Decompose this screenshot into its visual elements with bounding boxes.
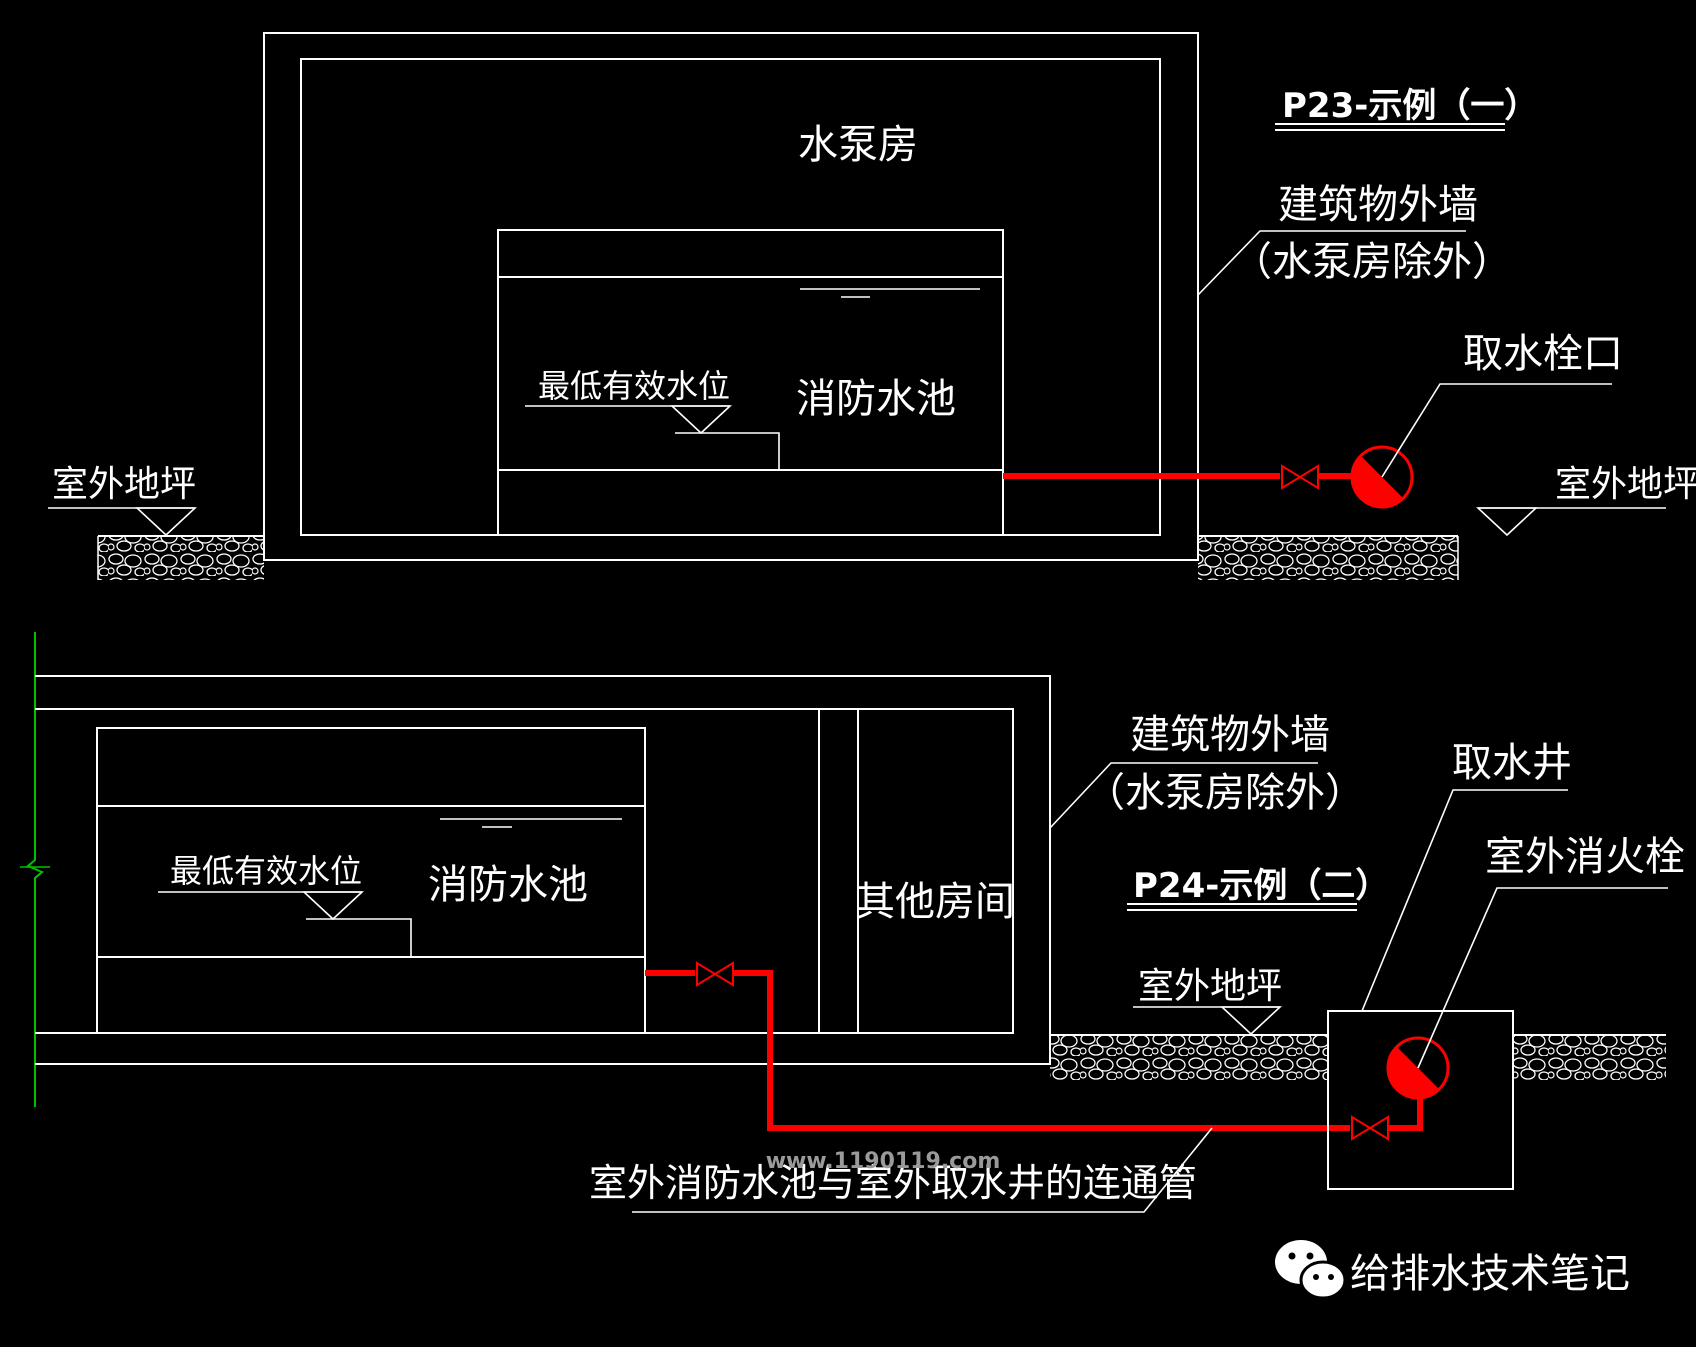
gate-valve-3 [1351, 1115, 1389, 1141]
ground-fill-right [1198, 536, 1458, 580]
outdoor-ground-left-label: 室外地坪 [52, 464, 196, 505]
outdoor-hydrant-symbol [1386, 1036, 1450, 1100]
intake-label: 取水栓口 [1463, 331, 1623, 377]
example-1: 水泵房 消防水池 最低有效水位 建筑物外墙 （水泵房除外） 取水栓口 [48, 32, 1696, 580]
level-marker-1 [669, 405, 733, 435]
intake-outlet-symbol [1350, 445, 1414, 509]
well-label: 取水井 [1452, 740, 1572, 786]
wall-label-2-line1: 建筑物外墙 [1130, 712, 1330, 758]
gate-valve-2 [696, 961, 734, 987]
level-marker-2 [301, 891, 365, 921]
intake-well [1327, 1010, 1514, 1190]
pump-room-outer-wall [263, 32, 1199, 561]
example-1-title: P23-示例（一） [1282, 86, 1538, 126]
well-leader [1361, 789, 1568, 1012]
break-line [26, 632, 44, 1107]
lowest-level-1-label: 最低有效水位 [538, 367, 730, 405]
hydrant-leader [1417, 887, 1668, 1069]
fire-pool-2 [96, 727, 646, 1034]
pump-room-inner-wall [300, 58, 1161, 536]
brand-watermark: 给排水技术笔记 [1275, 1240, 1630, 1300]
ground-fill-2b [1513, 1035, 1666, 1080]
wall-label-1-line2: （水泵房除外） [1232, 239, 1512, 285]
outdoor-ground-right-label: 室外地坪 [1555, 464, 1696, 505]
building-outer-wall-2 [35, 675, 1051, 1065]
brand-name: 给排水技术笔记 [1350, 1251, 1630, 1297]
wall-label-1-line1: 建筑物外墙 [1278, 182, 1478, 228]
fire-pool-1 [497, 229, 1004, 536]
pipe-label: 室外消防水池与室外取水井的连通管 [589, 1161, 1197, 1205]
wechat-icon [1275, 1240, 1347, 1300]
outdoor-ground-2-label: 室外地坪 [1138, 966, 1282, 1007]
hydrant-label: 室外消火栓 [1485, 834, 1685, 880]
intake-leader [1381, 383, 1612, 478]
fire-pool-2-label: 消防水池 [428, 862, 588, 908]
fire-pool-1-label: 消防水池 [796, 376, 956, 422]
wall-label-2-line2: （水泵房除外） [1085, 770, 1365, 816]
lowest-level-2-label: 最低有效水位 [170, 852, 362, 890]
ground-fill-2a [1050, 1035, 1328, 1080]
watermark-url: www.1190119.com [766, 1149, 1001, 1174]
wall-leader-2 [1049, 762, 1318, 829]
example-2: 其他房间 消防水池 最低有效水位 建筑物外墙 [20, 632, 1685, 1213]
ground-fill-left [98, 536, 264, 580]
pipe-leader [632, 1127, 1213, 1213]
wall-leader-1 [1197, 230, 1466, 296]
pump-room-label: 水泵房 [798, 122, 918, 168]
example-2-title: P24-示例（二） [1133, 866, 1389, 906]
gate-valve-1 [1281, 464, 1319, 490]
other-room-label: 其他房间 [855, 879, 1015, 925]
